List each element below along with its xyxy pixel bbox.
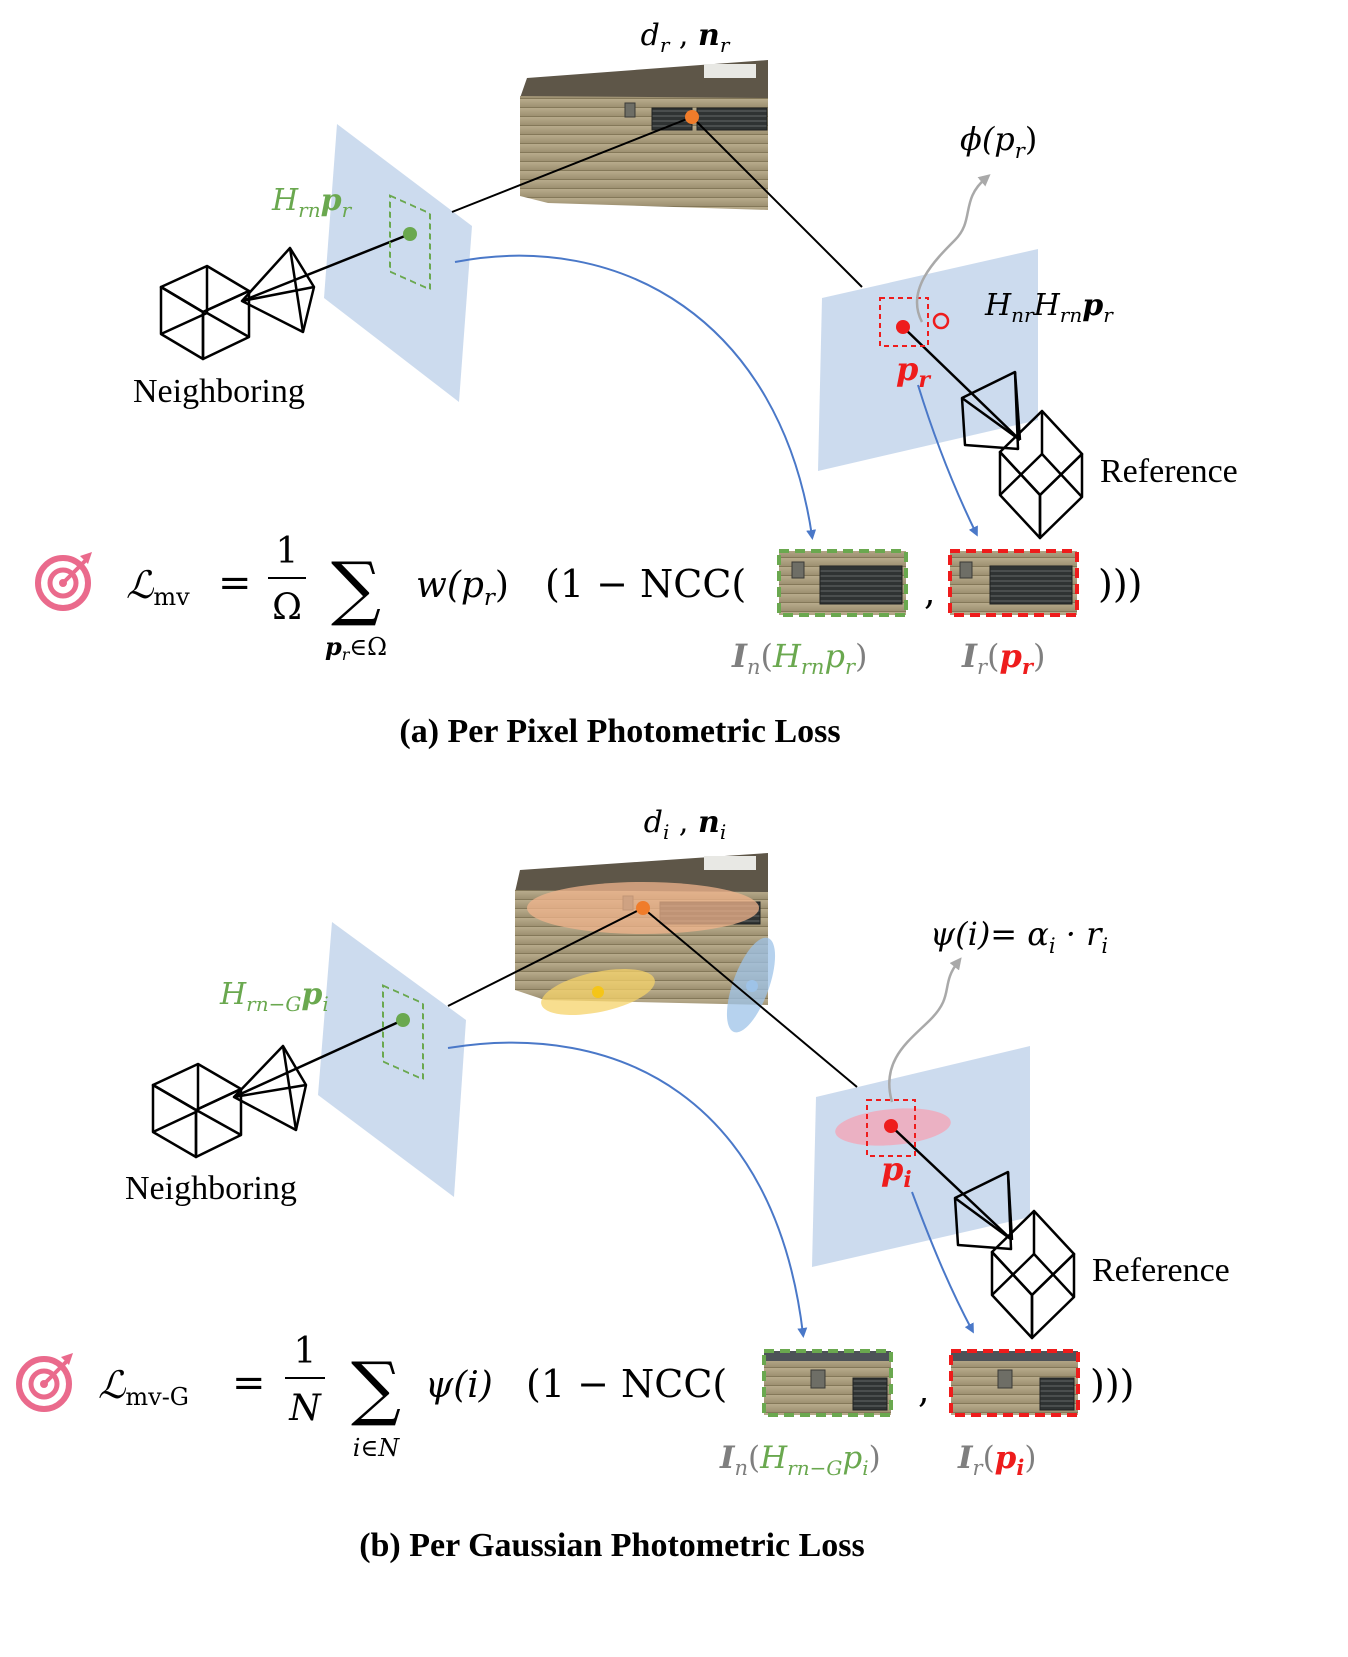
- reference-patch-box-b: [866, 1099, 916, 1157]
- panel-b: di , ni ψ(i)= αi · ri Hrn−Gpi pi Neighbo…: [16, 805, 1230, 1564]
- psi-label: ψ(i)= αi · ri: [930, 915, 1108, 958]
- gaussian-blue-center: [746, 980, 758, 992]
- sigma-b: ∑: [351, 1347, 401, 1429]
- reference-ray: [691, 116, 863, 288]
- neighbor-ray-inner: [241, 232, 411, 303]
- neighbor-point-b: [396, 1013, 410, 1027]
- target-icon-b: [16, 1353, 73, 1412]
- loss-symbol-a: ℒmv: [126, 563, 190, 611]
- reference-camera: [960, 370, 1084, 540]
- h-right-label-a: HnrHrnpr: [984, 288, 1114, 327]
- reference-point-b: [884, 1119, 898, 1133]
- phi-label: ϕ(pr): [960, 120, 1037, 163]
- equals-a: =: [218, 560, 252, 606]
- reference-ray-inner-b: [890, 1125, 1013, 1241]
- weight-a: w(pr): [416, 565, 509, 611]
- sum-sub-a: pr∈Ω: [325, 632, 387, 664]
- neighbor-image-plane-b: [318, 922, 466, 1197]
- reference-point: [896, 320, 910, 334]
- patch-r-label-a: Ir(pr): [961, 637, 1045, 679]
- equals-b: =: [232, 1360, 266, 1406]
- caption-a: (a) Per Pixel Photometric Loss: [399, 713, 840, 750]
- top-label-a: dr , nr: [641, 18, 731, 57]
- reference-image-plane-b: [812, 1046, 1030, 1267]
- psi-term-b: ψ(i): [425, 1365, 493, 1406]
- p-ref-label-b: pi: [881, 1150, 912, 1193]
- neighbor-patch-box-b: [382, 984, 424, 1081]
- patch-r-label-b: Ir(pi): [957, 1440, 1036, 1480]
- patch-comma-a: ,: [924, 572, 935, 613]
- neighbor-patch-image-b: [762, 1349, 893, 1417]
- neighbor-point: [403, 227, 417, 241]
- neighbor-patch-box: [389, 194, 431, 291]
- p-ref-label-a: pr: [896, 350, 931, 393]
- phi-arrow: [915, 174, 991, 323]
- patch-comma-b: ,: [918, 1370, 929, 1411]
- caption-b: (b) Per Gaussian Photometric Loss: [359, 1527, 865, 1564]
- frac-den-b: N: [288, 1388, 322, 1429]
- patch-n-label-b: In(Hrn−Gpi): [719, 1440, 881, 1480]
- neighbor-ray-inner-b: [233, 1018, 404, 1099]
- psi-arrow: [888, 957, 962, 1103]
- neighbor-label-a: Neighboring: [133, 373, 305, 410]
- neighbor-label-b: Neighboring: [125, 1170, 297, 1207]
- reference-ray-b: [642, 907, 858, 1088]
- reference-patch-box: [879, 297, 929, 347]
- neighbor-image-plane: [324, 124, 472, 402]
- ncc-open-b: (1 − NCC(: [526, 1362, 727, 1406]
- top-label-b: di , ni: [644, 805, 726, 844]
- target-icon-a: [35, 552, 92, 611]
- reference-image-plane: [818, 249, 1038, 471]
- reprojected-point: [932, 312, 950, 330]
- reference-label-a: Reference: [1100, 453, 1238, 490]
- panel-a: dr , nr ϕ(pr) Hrnpr HnrHrnpr pr Neighbor…: [35, 18, 1238, 750]
- reference-to-patch-arc: [917, 384, 978, 537]
- h-left-label-a: Hrnpr: [271, 183, 353, 222]
- neighbor-camera: [159, 246, 316, 361]
- neighbor-camera-b: [151, 1044, 308, 1159]
- reference-label-b: Reference: [1092, 1252, 1230, 1289]
- neighbor-ray: [451, 116, 693, 213]
- patch-n-label-a: In(Hrnpr): [731, 637, 867, 679]
- sigma-a: ∑: [331, 547, 381, 629]
- surface-point-b: [636, 901, 650, 915]
- frac-den-a: Ω: [272, 587, 302, 628]
- reference-patch-image-a: [948, 549, 1079, 617]
- neighbor-to-patch-arc: [454, 254, 817, 540]
- ncc-close-b: ))): [1090, 1362, 1134, 1406]
- reference-camera-b: [953, 1170, 1076, 1340]
- reference-to-patch-arc-b: [911, 1191, 974, 1334]
- surface-point: [685, 110, 699, 124]
- neighbor-patch-image-a: [777, 549, 908, 617]
- loss-symbol-b: ℒmv-G: [98, 1363, 189, 1411]
- reference-patch-image-b: [949, 1349, 1080, 1417]
- gaussian-yellow-center: [592, 986, 604, 998]
- ncc-close-a: ))): [1098, 562, 1142, 606]
- frac-num-b: 1: [294, 1331, 317, 1372]
- ncc-open-a: (1 − NCC(: [545, 562, 746, 606]
- sum-sub-b: i∈N: [353, 1434, 400, 1462]
- neighbor-ray-b: [447, 907, 644, 1007]
- building-photo: [520, 60, 768, 210]
- neighbor-to-patch-arc-b: [447, 1041, 808, 1338]
- h-left-label-b: Hrn−Gpi: [219, 977, 329, 1016]
- frac-num-a: 1: [276, 531, 299, 572]
